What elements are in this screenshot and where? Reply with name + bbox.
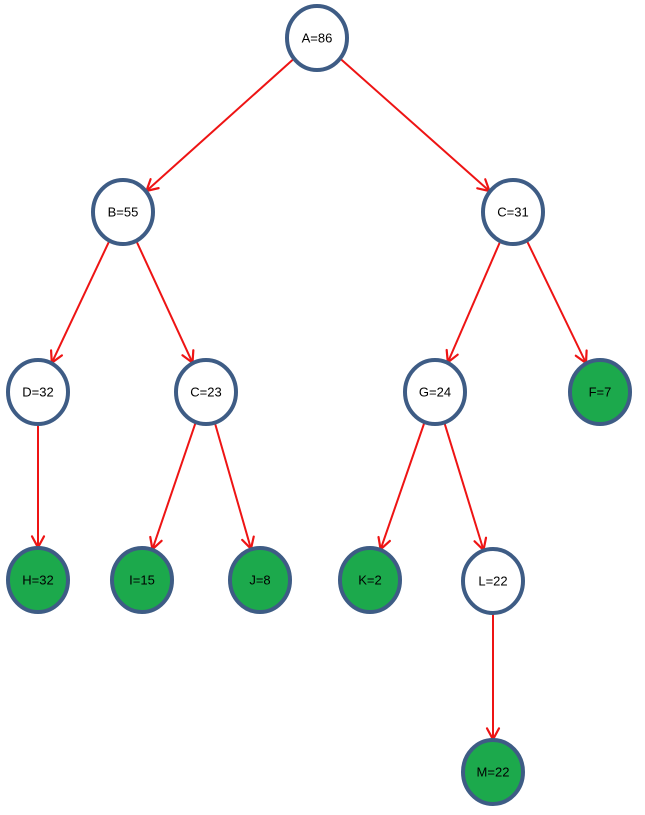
tree-edge-B-C2 (135, 240, 195, 365)
node-circle (6, 358, 70, 426)
node-circle (91, 178, 155, 246)
tree-node-B: B=55 (91, 178, 155, 246)
node-circle-filled (228, 546, 292, 614)
node-circle-filled (110, 546, 174, 614)
tree-edge-C1-G (445, 240, 502, 365)
nodes-layer: A=86B=55 C=31D=32 C=23 G=24 F=7H=32 I=15 J=8 K=… (6, 4, 632, 806)
node-label: C=23 (190, 385, 221, 400)
tree-edge-C1-F (525, 239, 588, 366)
node-circle-filled (338, 546, 402, 614)
node-label: A=86 (302, 31, 333, 46)
tree-edge-C2-I (149, 421, 197, 552)
tree-edge-A-C1 (339, 57, 492, 193)
node-label: C=31 (497, 205, 528, 220)
node-label: D=32 (22, 385, 53, 400)
tree-node-C1: C=31 (481, 178, 545, 246)
tree-edge-G-L (443, 422, 488, 553)
node-label: H=32 (22, 573, 53, 588)
node-circle (285, 4, 349, 72)
node-label: I=15 (129, 573, 155, 588)
tree-node-D: D=32 (6, 358, 70, 426)
node-label: L=22 (478, 574, 507, 589)
tree-edge-A-B (144, 57, 295, 193)
tree-node-G: G=24 (403, 358, 467, 426)
node-circle (481, 178, 545, 246)
tree-edge-B-D (49, 240, 111, 365)
node-circle (403, 358, 467, 426)
tree-node-A: A=86 (285, 4, 349, 72)
tree-node-H: H=32 (6, 546, 70, 614)
tree-node-C2: C=23 (174, 358, 238, 426)
node-circle (174, 358, 238, 426)
tree-edge-G-K (377, 421, 426, 552)
tree-node-K: K=2 (338, 546, 402, 614)
tree-node-L: L=22 (461, 547, 525, 615)
tree-node-I: I=15 (110, 546, 174, 614)
node-circle-filled (461, 738, 525, 806)
node-circle-filled (6, 546, 70, 614)
node-label: J=8 (249, 573, 270, 588)
tree-node-M: M=22 (461, 738, 525, 806)
tree-edge-C2-J (213, 422, 255, 552)
node-label: F=7 (589, 385, 612, 400)
node-label: K=2 (358, 573, 382, 588)
node-label: M=22 (477, 765, 510, 780)
node-circle-filled (568, 358, 632, 426)
tree-node-J: J=8 (228, 546, 292, 614)
edges-layer (30, 57, 588, 742)
node-label: G=24 (419, 385, 451, 400)
node-circle (461, 547, 525, 615)
node-label: B=55 (108, 205, 139, 220)
tree-node-F: F=7 (568, 358, 632, 426)
